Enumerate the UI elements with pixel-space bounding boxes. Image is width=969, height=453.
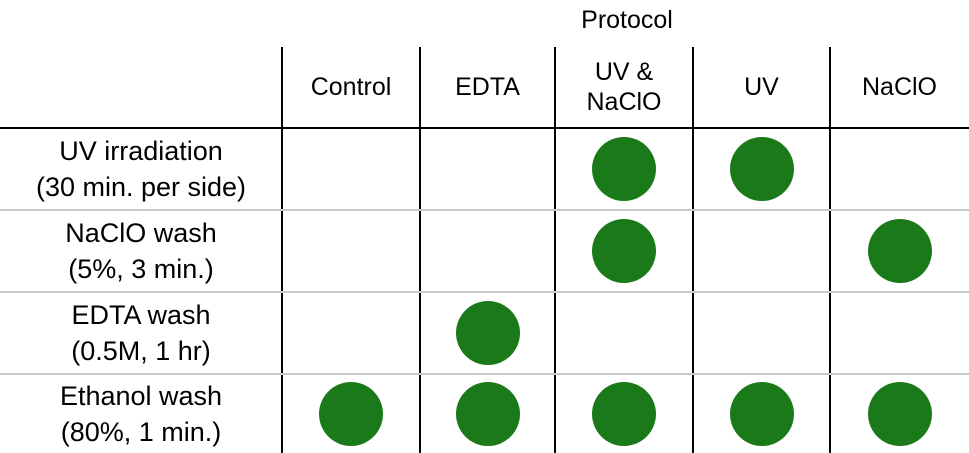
column-divider: [419, 47, 421, 453]
matrix-cell: [555, 128, 693, 210]
applied-dot: [455, 381, 520, 446]
matrix-cell: [282, 128, 420, 210]
matrix-cell: [830, 292, 969, 374]
matrix-cell: [555, 292, 693, 374]
matrix-cell: [420, 128, 555, 210]
matrix-cell: [420, 292, 555, 374]
column-divider: [692, 47, 694, 453]
applied-dot: [592, 381, 656, 446]
applied-dot: [592, 219, 656, 283]
row-divider: [0, 291, 969, 293]
column-header-2: UV & NaClO: [586, 57, 662, 116]
matrix-cell: [420, 374, 555, 453]
column-header-4: NaClO: [861, 72, 937, 101]
matrix-cell: [282, 210, 420, 292]
row-header-3: Ethanol wash (80%, 1 min.): [59, 380, 223, 447]
column-divider: [554, 47, 556, 453]
matrix-cell: [693, 210, 830, 292]
applied-dot: [729, 137, 794, 201]
matrix-cell: [420, 210, 555, 292]
applied-dot: [455, 301, 520, 365]
matrix-cell: [830, 374, 969, 453]
matrix-cell: [693, 374, 830, 453]
column-header-3: UV: [744, 72, 779, 101]
matrix-cell: [555, 210, 693, 292]
protocol-title: Protocol: [581, 6, 673, 34]
matrix-cell: [830, 128, 969, 210]
matrix-cell: [282, 374, 420, 453]
column-header-0: Control: [310, 72, 392, 101]
column-header-1: EDTA: [455, 72, 520, 101]
applied-dot: [592, 137, 656, 201]
applied-dot: [319, 381, 383, 446]
row-header-0: UV irradiation (30 min. per side): [35, 136, 247, 202]
matrix-cell: [282, 292, 420, 374]
column-divider: [829, 47, 831, 453]
row-divider: [0, 373, 969, 375]
row-header-2: EDTA wash (0.5M, 1 hr): [71, 300, 211, 366]
matrix-cell: [830, 210, 969, 292]
row-divider: [0, 209, 969, 211]
applied-dot: [867, 219, 932, 283]
row-header-1: NaClO wash (5%, 3 min.): [65, 218, 217, 284]
applied-dot: [729, 381, 794, 446]
matrix-cell: [693, 292, 830, 374]
matrix-cell: [693, 128, 830, 210]
applied-dot: [867, 381, 932, 446]
header-divider: [0, 127, 969, 129]
matrix-cell: [555, 374, 693, 453]
column-divider: [281, 47, 283, 453]
